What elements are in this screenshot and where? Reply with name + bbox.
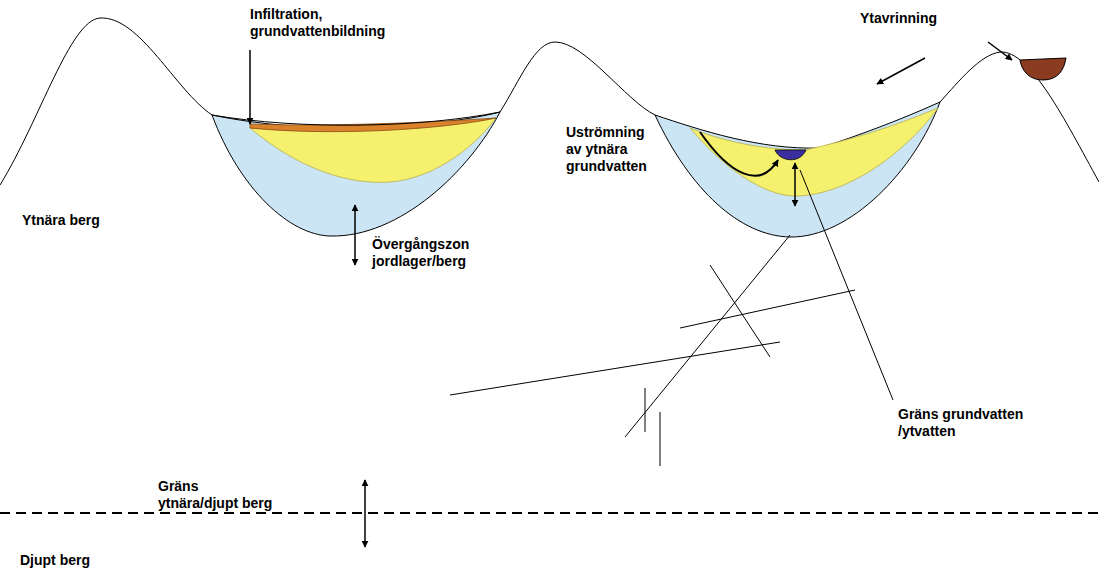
text-label: Infiltration, grundvattenbildning (250, 6, 385, 40)
pond (1020, 58, 1066, 80)
text-label: Djupt berg (20, 552, 90, 569)
boundary-line (0, 512, 1099, 514)
boundary-arrow (364, 480, 366, 547)
sand-lens (250, 118, 496, 182)
fracture-lines (450, 235, 855, 466)
text-label: Uströmning av ytnära grundvatten (566, 124, 647, 175)
sand-lens (690, 108, 938, 196)
fracture (660, 412, 661, 466)
terrain-line (0, 18, 1099, 185)
stream (775, 150, 806, 160)
runoff-arrow (988, 42, 1012, 60)
runoff-arrow (877, 58, 925, 84)
fracture (710, 265, 770, 357)
valley-surface (212, 112, 500, 125)
text-label: Ytavrinning (860, 10, 937, 27)
fracture (450, 342, 780, 395)
infiltration-arrow (249, 50, 251, 124)
soil-layer (212, 112, 500, 236)
fracture (645, 388, 646, 432)
text-label: Ytnära berg (22, 212, 100, 229)
transition-arrow (354, 205, 356, 265)
discharge-arrow (700, 132, 778, 176)
text-label: Gräns ytnära/djupt berg (158, 478, 272, 512)
text-label: Gräns grundvatten /ytvatten (898, 406, 1023, 440)
fracture (680, 290, 855, 328)
soil-layer (655, 102, 940, 237)
text-label: Övergångszon jordlager/berg (372, 236, 469, 270)
leader-line (800, 170, 893, 400)
boundary-arrow (794, 163, 796, 206)
fracture (625, 235, 790, 437)
